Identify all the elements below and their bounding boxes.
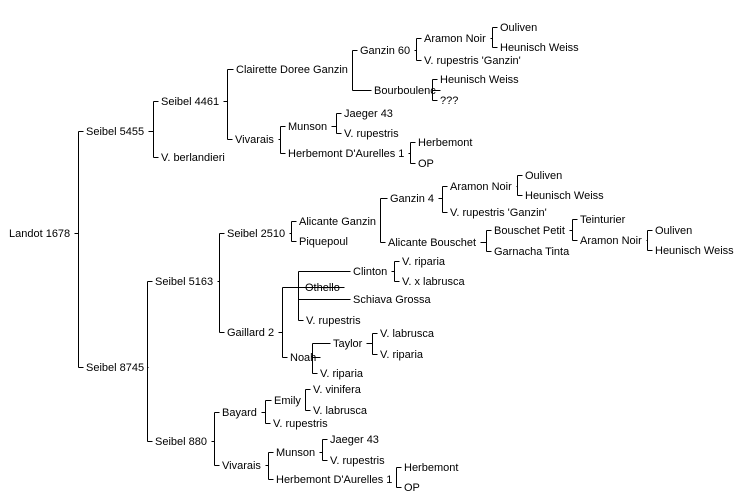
connector-lines — [74, 27, 653, 488]
node-seibel-4461: Seibel 4461 — [161, 96, 219, 108]
node-labels: Landot 1678 Seibel 5455 Seibel 4461 Clairet… — [9, 22, 734, 494]
node-v-labrusca: V. labrusca — [313, 405, 368, 417]
node-ganzin-4: Ganzin 4 — [390, 193, 434, 205]
node-aramon-noir: Aramon Noir — [424, 33, 486, 45]
node-seibel-880: Seibel 880 — [155, 436, 207, 448]
node-munson: Munson — [288, 121, 327, 133]
node-teinturier: Teinturier — [580, 214, 626, 226]
node-aramon-noir: Aramon Noir — [580, 235, 642, 247]
node-v-x-labrusca: V. x labrusca — [402, 276, 465, 288]
node-v-rupestris-ganzin: V. rupestris 'Ganzin' — [424, 55, 521, 67]
node-ouliven: Ouliven — [500, 22, 537, 34]
node-schiava-grossa: Schiava Grossa — [353, 294, 432, 306]
node-ouliven: Ouliven — [655, 225, 692, 237]
node-heunisch-weiss: Heunisch Weiss — [655, 245, 734, 257]
node-herbemont: Herbemont — [404, 462, 458, 474]
node-vivarais: Vivarais — [222, 460, 261, 472]
node-gaillard-2: Gaillard 2 — [227, 327, 274, 339]
node-garnacha-tinta: Garnacha Tinta — [494, 246, 570, 258]
node-v-rupestris: V. rupestris — [306, 315, 361, 327]
node-clinton: Clinton — [353, 266, 387, 278]
node-clairette-doree-ganzin: Clairette Doree Ganzin — [236, 64, 348, 76]
node-ganzin-60: Ganzin 60 — [360, 45, 410, 57]
node-seibel-8745: Seibel 8745 — [86, 362, 144, 374]
node-v-rupestris-ganzin: V. rupestris 'Ganzin' — [450, 207, 547, 219]
node-v-riparia: V. riparia — [402, 256, 446, 268]
node-heunisch-weiss: Heunisch Weiss — [440, 74, 519, 86]
node-seibel-5163: Seibel 5163 — [155, 276, 213, 288]
node-bourboulenc: Bourboulenc — [374, 85, 436, 97]
node-piquepoul: Piquepoul — [299, 236, 348, 248]
node-v-vinifera: V. vinifera — [313, 384, 362, 396]
node-heunisch-weiss: Heunisch Weiss — [500, 42, 579, 54]
node-noah: Noah — [290, 352, 316, 364]
node-alicante-ganzin: Alicante Ganzin — [299, 216, 376, 228]
node-v-rupestris: V. rupestris — [344, 128, 399, 140]
node-ouliven: Ouliven — [525, 170, 562, 182]
node-aramon-noir: Aramon Noir — [450, 181, 512, 193]
node-herbemont-daurelles-1: Herbemont D'Aurelles 1 — [288, 148, 404, 160]
node-op: OP — [418, 158, 434, 170]
node-vivarais: Vivarais — [235, 134, 274, 146]
node-seibel-5455: Seibel 5455 — [86, 126, 144, 138]
node-alicante-bouschet: Alicante Bouschet — [388, 237, 476, 249]
node-jaeger-43: Jaeger 43 — [330, 434, 379, 446]
node-emily: Emily — [274, 395, 301, 407]
node-op: OP — [404, 482, 420, 494]
node-v-rupestris: V. rupestris — [330, 455, 385, 467]
node-v-rupestris: V. rupestris — [273, 418, 328, 430]
node-taylor: Taylor — [333, 338, 363, 350]
node-v-labrusca: V. labrusca — [380, 328, 435, 340]
node-munson: Munson — [276, 447, 315, 459]
node-heunisch-weiss: Heunisch Weiss — [525, 190, 604, 202]
node-v-riparia: V. riparia — [380, 349, 424, 361]
node-seibel-2510: Seibel 2510 — [227, 228, 285, 240]
node-othello: Othello — [305, 282, 340, 294]
node-landot-1678: Landot 1678 — [9, 228, 70, 240]
node-bayard: Bayard — [222, 407, 257, 419]
node-herbemont-daurelles-1: Herbemont D'Aurelles 1 — [276, 474, 392, 486]
node-unknown: ??? — [440, 95, 458, 107]
node-jaeger-43: Jaeger 43 — [344, 108, 393, 120]
node-v-berlandieri: V. berlandieri — [161, 152, 225, 164]
node-bouschet-petit: Bouschet Petit — [494, 225, 565, 237]
node-herbemont: Herbemont — [418, 137, 472, 149]
node-v-riparia: V. riparia — [320, 368, 364, 380]
